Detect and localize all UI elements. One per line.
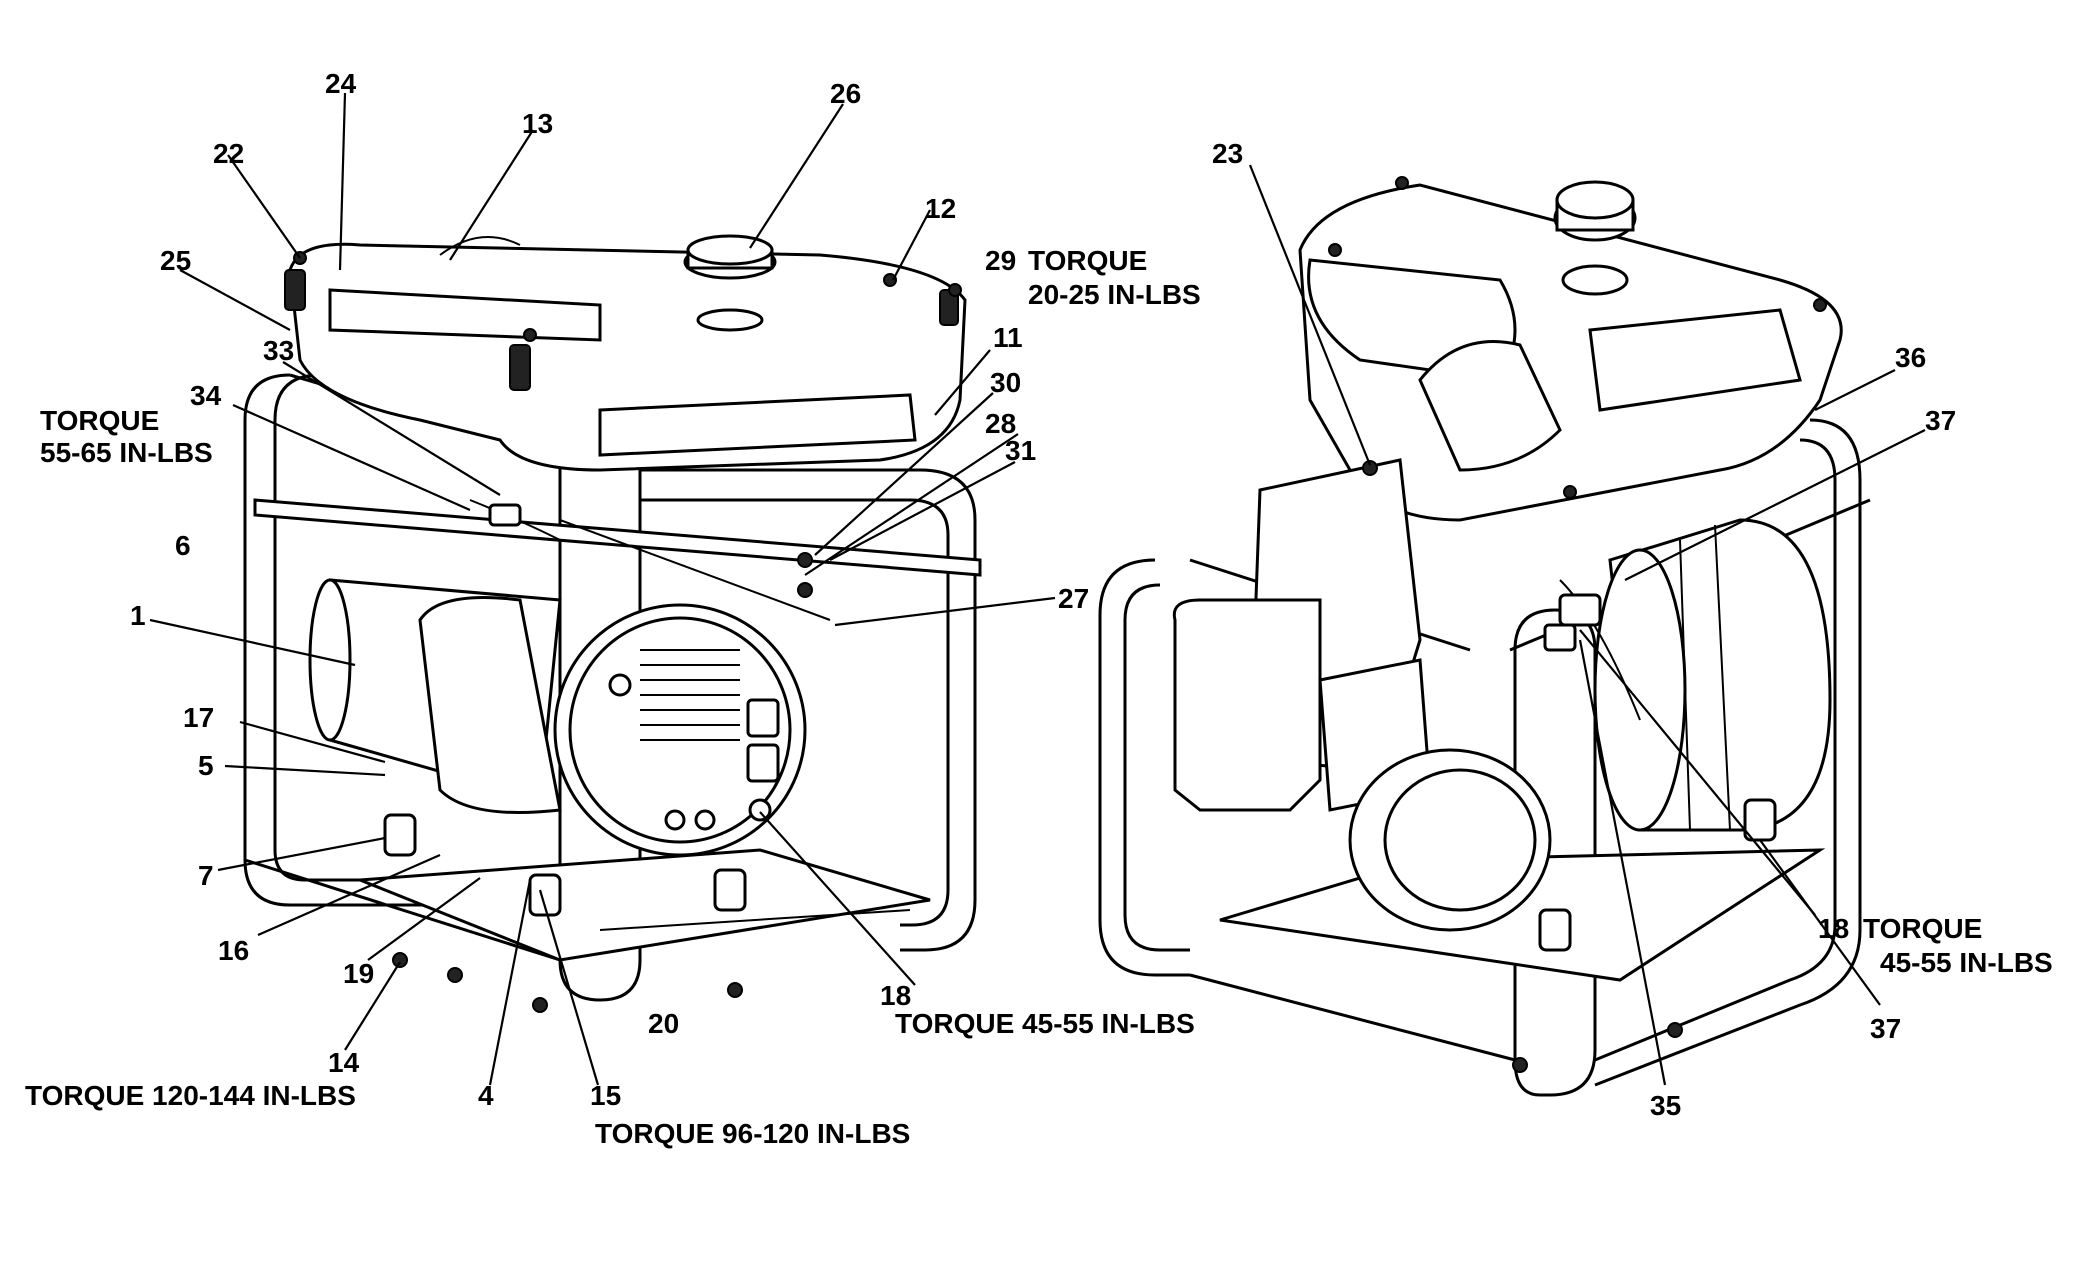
callout-13: 13 (522, 108, 553, 139)
leader-lines (149, 92, 1926, 1086)
callout-30: 30 (990, 367, 1021, 398)
callout-1: 1 (130, 600, 146, 631)
callout-23: 23 (1212, 138, 1243, 169)
torque-29-line1: TORQUE (1028, 245, 1147, 276)
torque-notes: TORQUE 20-25 IN-LBS TORQUE 55-65 IN-LBS … (25, 245, 2053, 1149)
torque-34-line2: 55-65 IN-LBS (40, 437, 213, 468)
callout-29: 29 (985, 245, 1016, 276)
callout-15: 15 (590, 1080, 621, 1111)
callout-26: 26 (830, 78, 861, 109)
left-generator-illustration (243, 234, 982, 1013)
callout-7: 7 (198, 860, 214, 891)
callout-28: 28 (985, 408, 1016, 439)
callout-36: 36 (1895, 342, 1926, 373)
callout-11: 11 (993, 322, 1023, 353)
callout-35: 35 (1650, 1090, 1681, 1121)
callout-22: 22 (213, 138, 244, 169)
callout-4: 4 (478, 1080, 494, 1111)
alternator-vents (640, 649, 740, 741)
callout-5: 5 (198, 750, 214, 781)
callout-numbers: 1 4 5 6 7 11 12 13 14 15 16 17 18 18 19 … (130, 68, 1956, 1121)
callout-14: 14 (328, 1047, 360, 1078)
callout-27: 27 (1058, 583, 1089, 614)
callout-25: 25 (160, 245, 191, 276)
callout-33: 33 (263, 335, 294, 366)
torque-15: TORQUE 96-120 IN-LBS (595, 1118, 910, 1149)
callout-19: 19 (343, 958, 374, 989)
callout-20: 20 (648, 1008, 679, 1039)
torque-18a: TORQUE 45-55 IN-LBS (895, 1008, 1195, 1039)
callout-17: 17 (183, 702, 214, 733)
callout-34: 34 (190, 380, 222, 411)
torque-18b-line1: TORQUE (1863, 913, 1982, 944)
callout-6: 6 (175, 530, 191, 561)
callout-18b: 18 (1818, 913, 1849, 944)
callout-37a: 37 (1925, 405, 1956, 436)
torque-29-line2: 20-25 IN-LBS (1028, 279, 1201, 310)
callout-18a: 18 (880, 980, 911, 1011)
callout-24: 24 (325, 68, 357, 99)
torque-14: TORQUE 120-144 IN-LBS (25, 1080, 356, 1111)
callout-12: 12 (925, 193, 956, 224)
torque-18b-line2: 45-55 IN-LBS (1880, 947, 2053, 978)
torque-34-line1: TORQUE (40, 405, 159, 436)
callout-37b: 37 (1870, 1013, 1901, 1044)
callout-16: 16 (218, 935, 249, 966)
right-generator-illustration (1098, 176, 1871, 1097)
callout-31: 31 (1005, 435, 1036, 466)
